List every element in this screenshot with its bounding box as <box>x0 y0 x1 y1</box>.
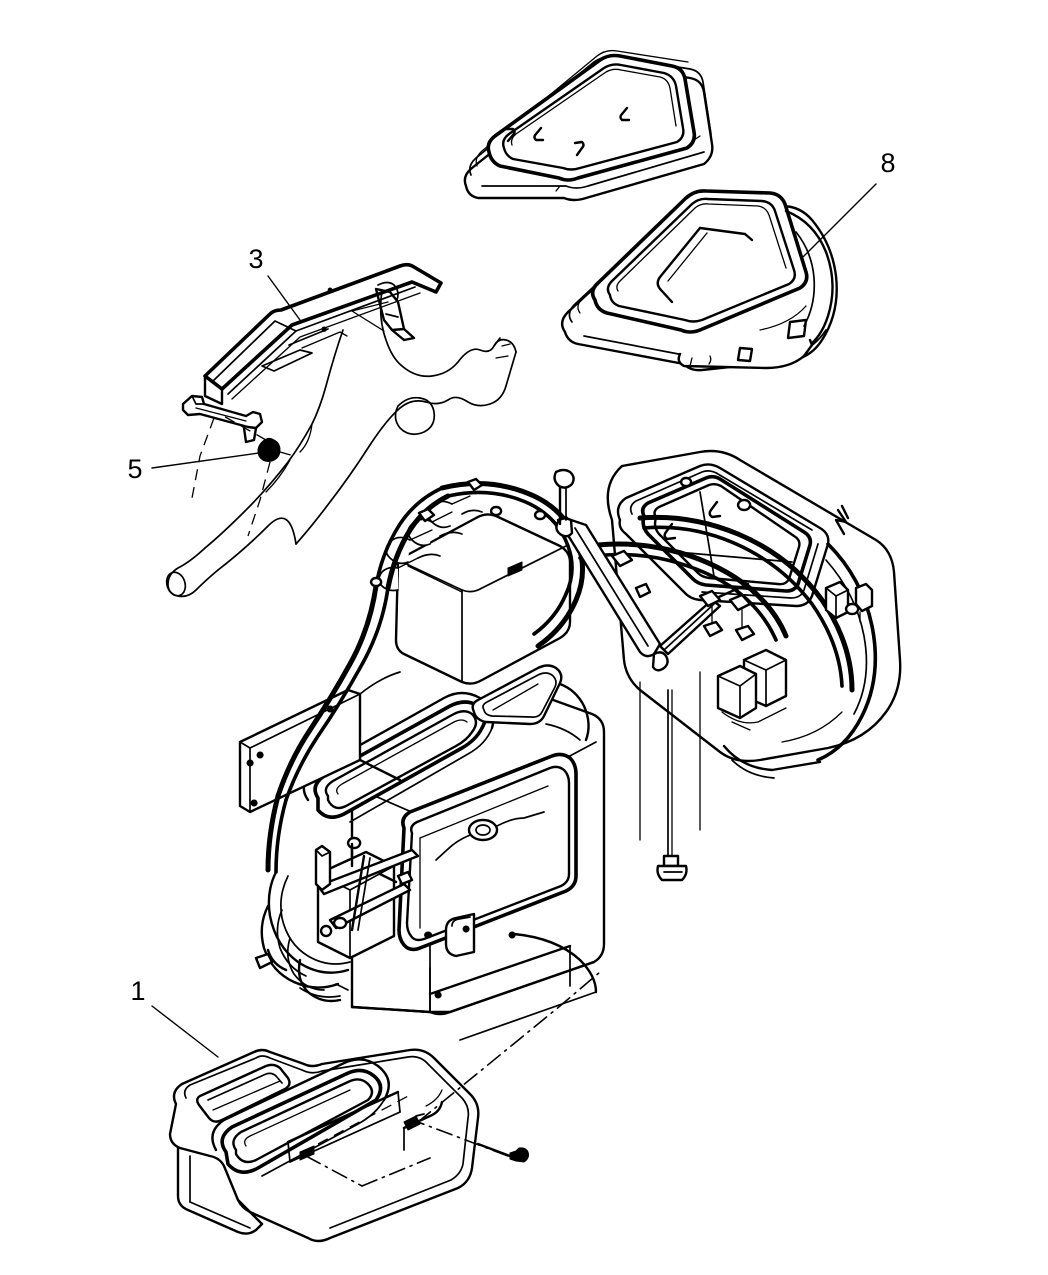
callout-5-leader <box>151 451 267 469</box>
part-lower-floor-duct <box>168 1048 480 1243</box>
callout-8-leader <box>801 183 877 259</box>
callout-group: 1 3 5 8 <box>127 148 896 1058</box>
callout-3[interactable]: 3 <box>248 244 301 321</box>
callout-5-number: 5 <box>127 454 142 484</box>
callout-1[interactable]: 1 <box>130 976 219 1058</box>
callout-8[interactable]: 8 <box>801 148 896 259</box>
callout-5[interactable]: 5 <box>127 451 267 484</box>
callout-1-number: 1 <box>130 976 145 1006</box>
callout-8-number: 8 <box>880 148 895 178</box>
part-defroster-distribution-duct <box>165 262 517 598</box>
part-rectangular-outlet-seal <box>463 49 714 202</box>
assembly-line-screw <box>417 1121 509 1157</box>
part-blower-motor <box>254 836 420 1003</box>
part-upper-outlet-cover <box>560 189 838 372</box>
callout-3-leader <box>267 275 301 321</box>
callout-1-leader <box>151 1005 219 1058</box>
callout-3-number: 3 <box>248 244 263 274</box>
assembly-line-duct-lower-2 <box>361 1157 431 1187</box>
part-hvac-housing-assembly <box>238 449 902 1041</box>
assembly-line-duct-to-housing <box>417 971 601 1123</box>
assembly-line-duct-lower <box>305 1155 363 1187</box>
